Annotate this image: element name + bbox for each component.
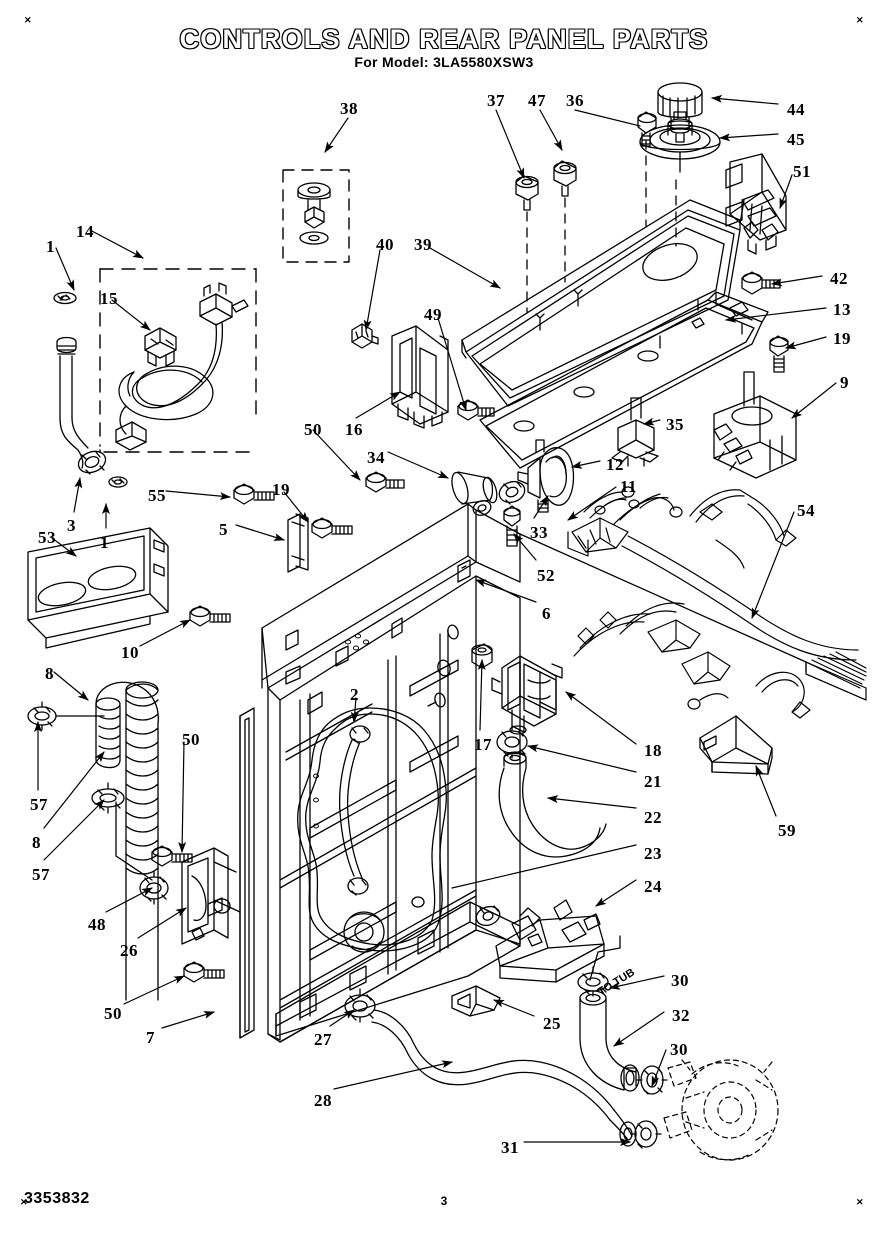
- callout-number: 38: [340, 99, 358, 118]
- callout-number: 45: [787, 130, 805, 149]
- registration-mark-bottom-right: ✕: [856, 1197, 864, 1207]
- callout-number: 3: [67, 516, 76, 535]
- callout-number: 21: [644, 772, 662, 791]
- callout-number: 8: [32, 833, 41, 852]
- callout-number: 37: [487, 91, 505, 110]
- callout-number: 47: [528, 91, 546, 110]
- callout-number: 57: [32, 865, 50, 884]
- callout-number: 23: [644, 844, 662, 863]
- callout-number: 12: [606, 455, 624, 474]
- callout-number: 39: [414, 235, 432, 254]
- callout-number: 10: [121, 643, 139, 662]
- callout-number: 28: [314, 1091, 332, 1110]
- callout-number: 53: [38, 528, 56, 547]
- callout-number: 17: [474, 735, 492, 754]
- callout-number: 1: [46, 237, 55, 256]
- callout-number: 33: [530, 523, 548, 542]
- callout-number: 50: [304, 420, 322, 439]
- callout-number: 40: [376, 235, 394, 254]
- callout-number: 30: [670, 1040, 688, 1059]
- registration-mark-bottom-left: ✕: [20, 1197, 28, 1207]
- callout-number: 55: [148, 486, 166, 505]
- callout-number: 25: [543, 1014, 561, 1033]
- callout-number: 7: [146, 1028, 155, 1047]
- callout-number: 48: [88, 915, 106, 934]
- callout-number: 1: [100, 533, 109, 552]
- callout-number: 2: [350, 685, 359, 704]
- callout-number: 59: [778, 821, 796, 840]
- callout-number: 18: [644, 741, 662, 760]
- footer-part-number: 3353832: [24, 1190, 90, 1207]
- callout-number: 19: [272, 480, 290, 499]
- callout-number: 32: [672, 1006, 690, 1025]
- callout-number: 44: [787, 100, 805, 119]
- model-subtitle: For Model: 3LA5580XSW3: [354, 54, 534, 70]
- callout-number: 50: [182, 730, 200, 749]
- registration-mark-top-left: ✕: [24, 15, 32, 25]
- callout-number: 13: [833, 300, 851, 319]
- callout-number: 42: [830, 269, 848, 288]
- callout-number: 14: [76, 222, 94, 241]
- callout-number: 5: [219, 520, 228, 539]
- callout-number: 50: [104, 1004, 122, 1023]
- callout-number: 35: [666, 415, 684, 434]
- callout-number: 9: [840, 373, 849, 392]
- callout-number: 30: [671, 971, 689, 990]
- callout-number: 52: [537, 566, 555, 585]
- callout-number: 51: [793, 162, 811, 181]
- registration-mark-top-right: ✕: [856, 15, 864, 25]
- callout-number: 27: [314, 1030, 332, 1049]
- callout-number: 15: [100, 289, 118, 308]
- callout-number: 8: [45, 664, 54, 683]
- callout-number: 11: [620, 477, 638, 496]
- callout-number: 36: [566, 91, 584, 110]
- callout-number: 24: [644, 877, 662, 896]
- callout-number: 57: [30, 795, 48, 814]
- footer-page-number: 3: [440, 1194, 448, 1208]
- callout-number: 31: [501, 1138, 519, 1157]
- callout-number: 34: [367, 448, 385, 467]
- callout-number: 49: [424, 305, 442, 324]
- page-title: CONTROLS AND REAR PANEL PARTS: [179, 24, 709, 54]
- callout-number: 19: [833, 329, 851, 348]
- callout-number: 26: [120, 941, 138, 960]
- callout-number: 6: [542, 604, 551, 623]
- callout-number: 54: [797, 501, 815, 520]
- callout-number: 16: [345, 420, 363, 439]
- callout-number: 22: [644, 808, 662, 827]
